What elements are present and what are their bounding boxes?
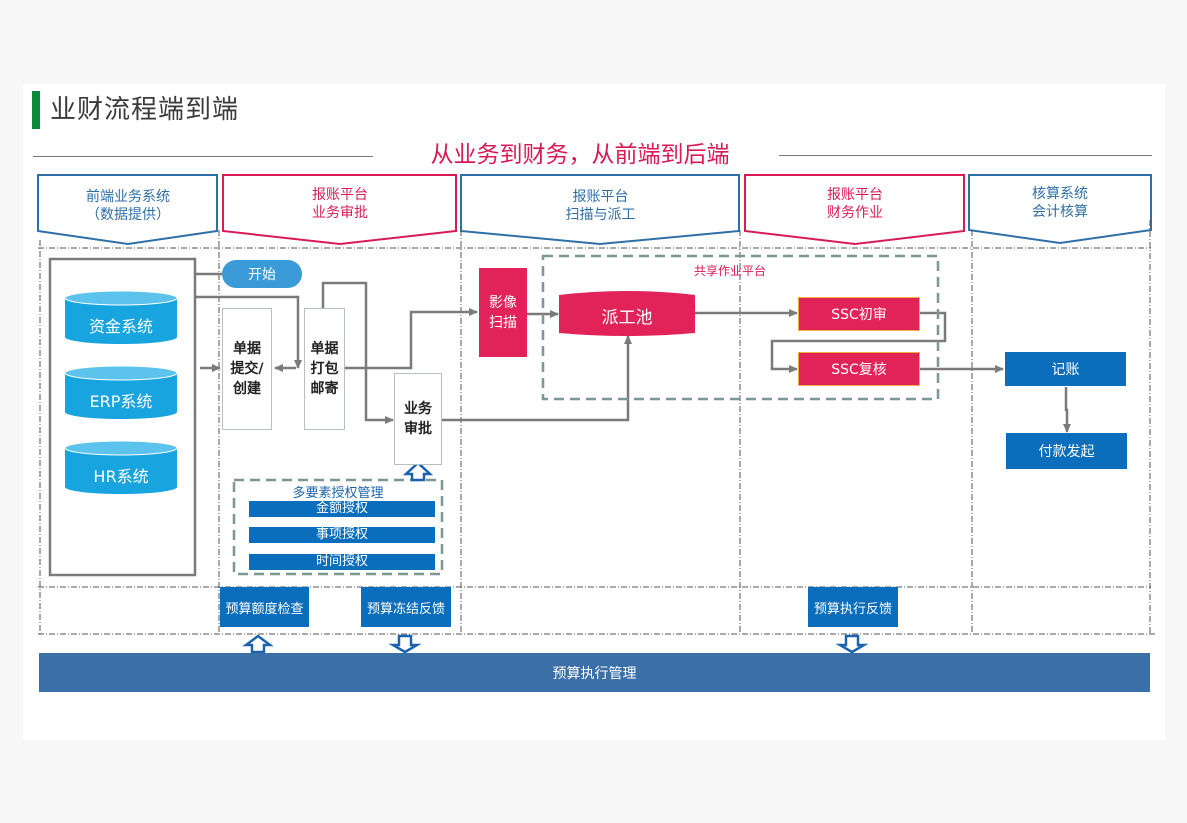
- node-line: 提交/: [230, 361, 264, 377]
- bookkeeping-node: 记账: [1005, 352, 1126, 386]
- database-erp: [64, 365, 178, 419]
- phase-header-scan-dispatch: [460, 174, 740, 246]
- database-hr: [64, 440, 178, 494]
- phase-business-approval-label: 报账平台 业务审批: [223, 186, 457, 222]
- phase-line2: 扫描与派工: [565, 207, 636, 223]
- phase-line1: 报账平台: [572, 189, 629, 205]
- start-node: [222, 260, 302, 288]
- phase-line1: 前端业务系统: [86, 189, 170, 205]
- page-subtitle: 从业务到财务，从前端到后端: [430, 142, 730, 168]
- budget-execution-feedback-node: 预算执行反馈: [808, 587, 898, 627]
- image-scan-node: 影像 扫描: [479, 268, 527, 357]
- database-funds: [64, 290, 178, 344]
- ssc-re-review-node: SSC复核: [798, 352, 920, 386]
- auth-time: 时间授权: [249, 554, 435, 570]
- swimlane-grid: [38, 220, 1155, 635]
- node-line: 打包: [310, 361, 339, 377]
- arrow-up-quota-check-icon: [242, 634, 274, 654]
- phase-line1: 报账平台: [312, 187, 368, 203]
- authorization-title: 多要素授权管理: [292, 486, 384, 501]
- phase-header-accounting: [968, 174, 1152, 245]
- connector-approval-to-pool: [442, 335, 632, 422]
- phase-header-front-systems: [37, 174, 218, 246]
- phase-line1: 报账平台: [827, 187, 883, 203]
- phase-header-finance-ops: [744, 174, 965, 246]
- database-hr-label: HR系统: [93, 467, 149, 486]
- node-line: 单据: [310, 341, 339, 357]
- budget-freeze-feedback-node: 预算冻结反馈: [361, 587, 451, 627]
- dispatch-pool-node: [559, 291, 695, 336]
- submit-create-node: 单据 提交/ 创建: [222, 308, 272, 430]
- divider-left: [33, 156, 373, 157]
- arrow-down-freeze-feedback-icon: [388, 634, 422, 654]
- budget-management-label: 预算执行管理: [552, 665, 637, 682]
- phase-header-business-approval: [222, 174, 457, 246]
- budget-quota-check-node: 预算额度检查: [220, 587, 309, 627]
- phase-finance-ops-label: 报账平台 财务作业: [745, 186, 965, 222]
- connector-package-to-approval: [321, 281, 394, 424]
- dispatch-pool-label: 派工池: [601, 307, 653, 328]
- node-line: 扫描: [489, 314, 517, 331]
- shared-platform-frame: [541, 254, 940, 401]
- node-line: 审批: [404, 421, 432, 437]
- arrow-down-execution-feedback-icon: [835, 634, 869, 654]
- phase-front-systems-label: 前端业务系统 （数据提供）: [38, 188, 218, 224]
- phase-line2: 会计核算: [1032, 204, 1088, 220]
- shared-platform-label: 共享作业平台: [693, 264, 766, 278]
- payment-initiation-node: 付款发起: [1006, 433, 1127, 469]
- title-accent-bar: [32, 91, 40, 129]
- connector-systems-to-package: [195, 295, 302, 369]
- auth-matter: 事项授权: [249, 527, 435, 543]
- phase-line2: 业务审批: [312, 205, 368, 221]
- phase-line2: 财务作业: [827, 205, 883, 221]
- page-title: 业财流程端到端: [50, 95, 240, 125]
- start-label: 开始: [248, 267, 276, 283]
- arrow-up-authorization-icon: [402, 461, 434, 482]
- phase-line2: （数据提供）: [86, 207, 170, 223]
- auth-amount: 金额授权: [249, 501, 435, 517]
- connector-initial-to-rereview: [770, 311, 947, 373]
- phase-line1: 核算系统: [1032, 186, 1088, 202]
- package-mail-node: 单据 打包 邮寄: [304, 308, 345, 430]
- authorization-frame: [232, 478, 444, 576]
- node-line: 邮寄: [310, 381, 339, 397]
- node-line: 单据: [233, 341, 261, 357]
- database-erp-label: ERP系统: [89, 392, 153, 411]
- budget-management-bar: [39, 653, 1150, 692]
- connector-bookkeeping-to-payment: [1063, 387, 1071, 433]
- phase-accounting-label: 核算系统 会计核算: [969, 185, 1151, 221]
- node-line: 影像: [489, 294, 517, 311]
- ssc-initial-review-node: SSC初审: [798, 297, 920, 331]
- divider-right: [779, 155, 1152, 156]
- business-approval-node: 业务 审批: [394, 373, 442, 465]
- node-line: 创建: [233, 381, 261, 397]
- database-funds-label: 资金系统: [88, 317, 153, 336]
- connector-package-to-scan: [345, 308, 478, 370]
- node-line: 业务: [404, 401, 432, 417]
- phase-scan-dispatch-label: 报账平台 扫描与派工: [461, 188, 740, 224]
